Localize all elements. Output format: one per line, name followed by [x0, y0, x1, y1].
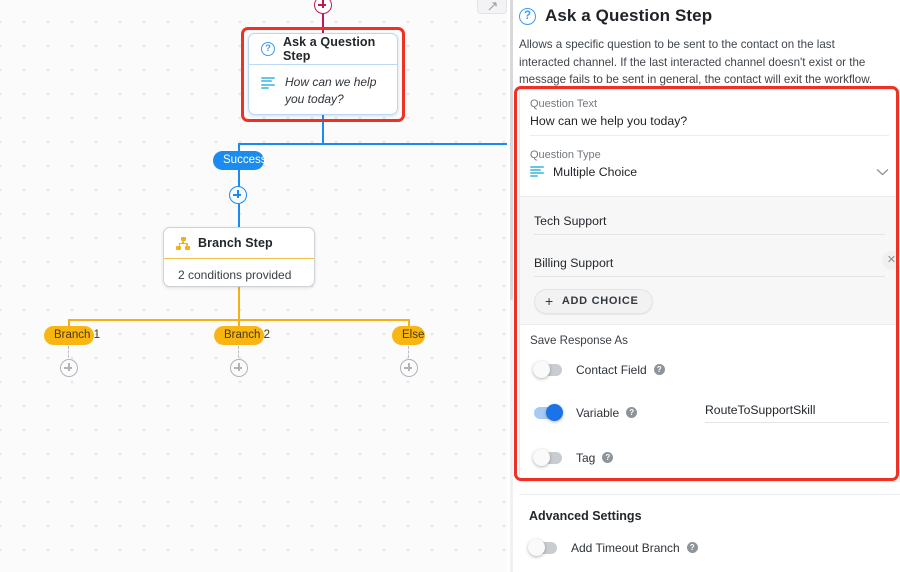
add-step-branch2-button[interactable]: [230, 359, 248, 377]
hierarchy-icon: [176, 236, 190, 250]
connector-top: [322, 10, 324, 36]
toggle-label: Contact Field: [576, 362, 647, 377]
connector-to-plus: [238, 170, 240, 190]
choice-input[interactable]: Tech Support: [534, 213, 607, 228]
variable-name-input[interactable]: RouteToSupportSkill: [705, 403, 889, 423]
connector-plus-to-branch: [238, 204, 240, 228]
add-choice-button[interactable]: + ADD CHOICE: [534, 288, 653, 314]
branch-label-else[interactable]: Else: [392, 326, 425, 345]
node-title: Branch Step: [198, 236, 273, 250]
help-icon[interactable]: ?: [602, 452, 614, 463]
add-step-success-button[interactable]: [229, 186, 247, 204]
connector-branch1-drop: [68, 319, 70, 328]
node-body-text: How can we help you today?: [285, 75, 377, 106]
step-settings-panel: ? Ask a Question Step Allows a specific …: [507, 0, 900, 572]
workflow-canvas[interactable]: ? Ask a Question Step How can we help yo…: [0, 0, 507, 572]
help-icon[interactable]: ?: [653, 364, 665, 375]
connector-node-out: [322, 115, 324, 144]
settings-card: Question Text How can we help you today?…: [519, 88, 900, 482]
dashed-connector-1: [68, 346, 69, 362]
contact-field-toggle[interactable]: [533, 360, 562, 378]
node-header: Branch Step: [164, 228, 314, 259]
question-text-input[interactable]: How can we help you today?: [530, 113, 688, 128]
question-type-field[interactable]: Question Type Multiple Choice: [520, 136, 899, 186]
node-body: How can we help you today?: [249, 65, 397, 114]
panel-description: Allows a specific question to be sent to…: [519, 38, 873, 86]
question-type-select[interactable]: Multiple Choice: [530, 165, 889, 179]
choice-row[interactable]: Tech Support: [534, 207, 885, 235]
node-header: ? Ask a Question Step: [249, 34, 397, 65]
toggle-row-tag[interactable]: Tag ?: [520, 432, 899, 481]
branch-label-1[interactable]: Branch 1: [44, 326, 100, 345]
choices-list: Tech Support Billing Support ✕ + ADD CHO…: [520, 195, 900, 325]
choice-row[interactable]: Billing Support ✕: [534, 249, 900, 277]
node-branch-step[interactable]: Branch Step 2 conditions provided: [163, 227, 315, 287]
branch-label-2[interactable]: Branch 2: [214, 326, 270, 345]
close-icon[interactable]: ✕: [882, 250, 900, 270]
toggle-row-add-timeout-branch[interactable]: Add Timeout Branch ?: [519, 523, 900, 564]
list-icon: [261, 77, 275, 89]
toggle-label: Tag: [576, 450, 596, 465]
question-text-label: Question Text: [530, 97, 598, 110]
section-divider: [519, 493, 900, 495]
connector-branch2-drop: [238, 319, 240, 328]
toggle-row-variable[interactable]: Variable ? RouteToSupportSkill: [520, 386, 899, 432]
advanced-settings-title: Advanced Settings: [529, 508, 642, 523]
choice-input[interactable]: Billing Support: [534, 255, 614, 270]
plus-icon: +: [545, 293, 554, 309]
help-icon[interactable]: ?: [626, 407, 638, 418]
panel-scrollbar-thumb[interactable]: [510, 0, 513, 300]
chevron-down-icon[interactable]: [876, 167, 889, 177]
add-step-branch1-button[interactable]: [60, 359, 78, 377]
question-text-field[interactable]: Question Text How can we help you today?: [520, 90, 899, 135]
question-type-label: Question Type: [530, 148, 601, 161]
connector-else-drop: [408, 319, 410, 328]
success-label: Success: [213, 151, 266, 170]
question-type-value: Multiple Choice: [553, 164, 638, 179]
node-body-text: 2 conditions provided: [178, 268, 292, 282]
help-icon[interactable]: ?: [686, 542, 698, 553]
connector-branch-out: [238, 287, 240, 321]
panel-scrollbar[interactable]: [510, 0, 513, 572]
field-divider: [530, 134, 889, 136]
add-step-top-button[interactable]: [314, 0, 332, 14]
panel-header: ? Ask a Question Step: [519, 0, 900, 26]
dashed-connector-2: [238, 346, 239, 362]
add-choice-label: ADD CHOICE: [561, 295, 639, 307]
question-circle-icon: ?: [519, 7, 536, 25]
dashed-connector-3: [408, 346, 409, 362]
node-ask-a-question-step[interactable]: ? Ask a Question Step How can we help yo…: [248, 33, 398, 115]
question-circle-icon: ?: [261, 42, 275, 56]
save-response-label: Save Response As: [530, 333, 628, 347]
add-step-else-button[interactable]: [400, 359, 418, 377]
connector-horizontal-success: [238, 143, 507, 145]
add-timeout-branch-toggle[interactable]: [528, 538, 557, 556]
tag-toggle[interactable]: [533, 448, 562, 466]
toggle-label: Add Timeout Branch: [571, 540, 680, 555]
list-icon: [530, 165, 544, 178]
toggle-row-contact-field[interactable]: Contact Field ?: [520, 349, 899, 386]
chevron-collapse-icon: [488, 2, 497, 11]
canvas-collapse-button[interactable]: [477, 0, 507, 14]
node-title: Ask a Question Step: [283, 35, 376, 63]
page-title: Ask a Question Step: [545, 6, 713, 25]
toggle-label: Variable: [576, 405, 620, 420]
variable-toggle[interactable]: [534, 403, 563, 421]
